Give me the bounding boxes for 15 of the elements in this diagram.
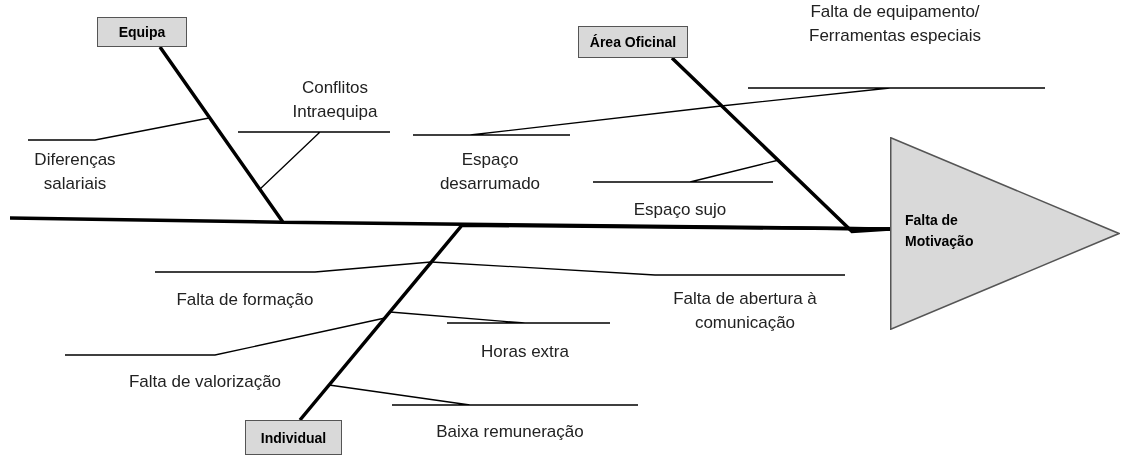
cause-label: Conflitos Intraequipa (291, 77, 379, 123)
cause-label: Espaço desarrumado (438, 149, 542, 195)
cause-label: Falta de equipamento/ Ferramentas especiais (808, 1, 982, 47)
category-box: Equipa (97, 17, 187, 47)
cause-label: Baixa remuneração (435, 421, 585, 443)
cause-label: Diferenças salariais (33, 149, 117, 195)
cause-label: Espaço sujo (632, 199, 728, 221)
cause-label: Falta de formação (175, 289, 315, 311)
bone-line (298, 223, 890, 422)
cause-label: Falta de valorização (127, 371, 283, 393)
category-box: Individual (245, 420, 342, 455)
cause-label: Falta de abertura à comunicação (672, 288, 818, 334)
category-box: Área Oficinal (578, 26, 688, 58)
cause-label: Horas extra (480, 341, 570, 363)
effect-text: Falta de Motivação (905, 210, 975, 251)
